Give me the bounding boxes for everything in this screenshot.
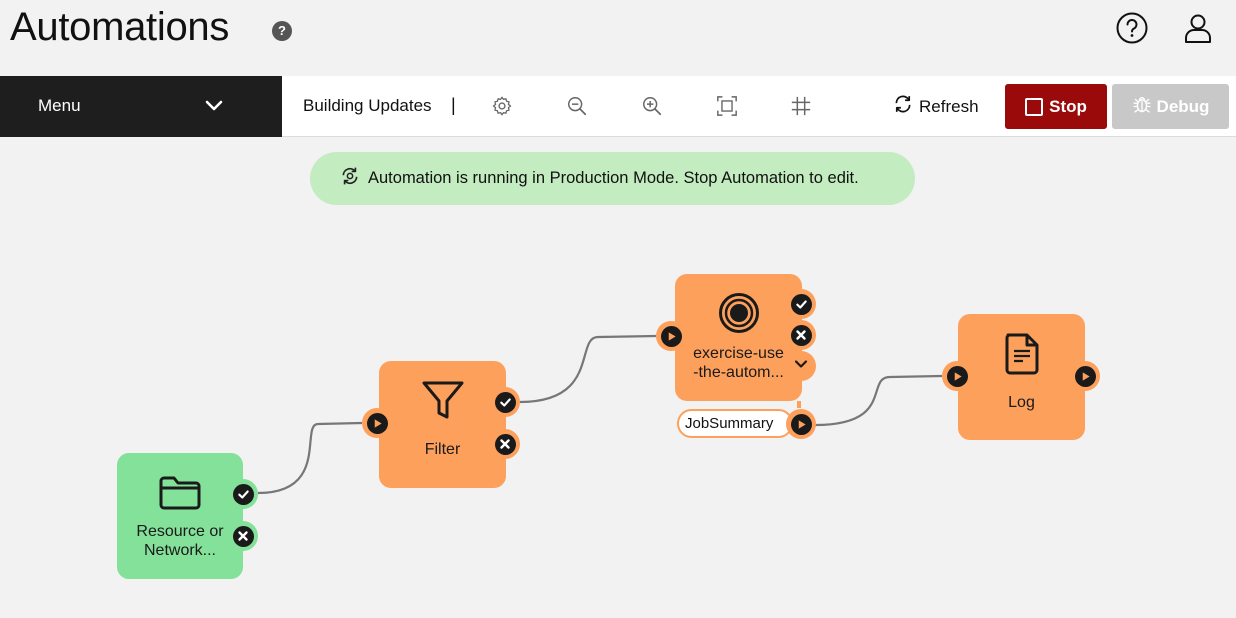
automation-running-icon xyxy=(340,166,360,191)
chevron-down-icon xyxy=(793,356,809,377)
variable-name: JobSummary xyxy=(685,415,774,432)
refresh-icon xyxy=(893,94,913,119)
filter-funnel-icon xyxy=(421,379,465,428)
success-output-port[interactable] xyxy=(228,479,258,509)
document-icon xyxy=(1003,332,1041,381)
x-mark-icon xyxy=(494,433,516,455)
variable-output-port[interactable] xyxy=(786,409,816,439)
error-output-port[interactable] xyxy=(490,429,520,459)
grid-icon[interactable] xyxy=(789,94,813,118)
fit-to-screen-icon[interactable] xyxy=(715,94,739,118)
play-icon xyxy=(660,325,682,347)
help-circle-icon[interactable] xyxy=(1114,10,1150,46)
node-resource-or-network[interactable]: Resource or Network... xyxy=(117,453,243,579)
play-icon xyxy=(946,365,968,387)
x-mark-icon xyxy=(790,324,812,346)
x-mark-icon xyxy=(232,525,254,547)
output-port[interactable] xyxy=(1070,361,1100,391)
play-icon xyxy=(366,412,388,434)
node-label: Network... xyxy=(143,542,216,559)
expand-variables-toggle[interactable] xyxy=(786,351,816,381)
toolbar: Menu Building Updates | xyxy=(0,76,1236,137)
toolbar-separator: | xyxy=(451,95,456,115)
node-label: Log xyxy=(1008,394,1035,411)
node-filter[interactable]: Filter xyxy=(379,361,506,488)
input-port[interactable] xyxy=(942,361,972,391)
title-help-icon[interactable]: ? xyxy=(272,21,292,41)
settings-gear-icon[interactable] xyxy=(490,94,514,118)
node-label: Resource or xyxy=(136,523,224,540)
play-icon xyxy=(790,413,812,435)
input-port[interactable] xyxy=(362,408,392,438)
menu-dropdown[interactable]: Menu xyxy=(0,76,282,137)
play-icon xyxy=(1074,365,1096,387)
folder-icon xyxy=(158,475,202,516)
checkmark-icon xyxy=(232,483,254,505)
success-output-port[interactable] xyxy=(786,289,816,319)
stop-button[interactable]: Stop xyxy=(1005,84,1107,129)
page-header: Automations ? xyxy=(0,0,1236,76)
user-profile-icon[interactable] xyxy=(1180,10,1216,46)
node-label: -the-autom... xyxy=(693,364,784,381)
success-output-port[interactable] xyxy=(490,387,520,417)
error-output-port[interactable] xyxy=(228,521,258,551)
debug-label: Debug xyxy=(1156,96,1210,116)
zoom-out-icon[interactable] xyxy=(565,94,589,118)
error-output-port[interactable] xyxy=(786,320,816,350)
input-port[interactable] xyxy=(656,321,686,351)
checkmark-icon xyxy=(494,391,516,413)
node-log[interactable]: Log xyxy=(958,314,1085,440)
checkmark-icon xyxy=(790,293,812,315)
output-variable-pill[interactable]: JobSummary xyxy=(677,409,793,438)
menu-label: Menu xyxy=(38,96,81,115)
variable-connector xyxy=(797,401,801,408)
target-icon xyxy=(718,292,760,339)
node-exercise-automation[interactable]: exercise-use -the-autom... xyxy=(675,274,802,401)
workflow-name: Building Updates xyxy=(303,96,432,115)
refresh-label: Refresh xyxy=(919,96,979,116)
page-title: Automations xyxy=(10,5,230,49)
node-label: exercise-use xyxy=(693,345,784,362)
node-label: Filter xyxy=(424,441,461,458)
production-mode-banner: Automation is running in Production Mode… xyxy=(310,152,915,205)
stop-square-icon xyxy=(1025,97,1044,116)
refresh-button[interactable]: Refresh xyxy=(893,88,989,125)
stop-label: Stop xyxy=(1049,96,1087,116)
chevron-down-icon xyxy=(204,96,224,121)
zoom-in-icon[interactable] xyxy=(640,94,664,118)
banner-message: Automation is running in Production Mode… xyxy=(368,169,859,187)
debug-button: Debug xyxy=(1112,84,1229,129)
bug-icon xyxy=(1132,94,1152,119)
